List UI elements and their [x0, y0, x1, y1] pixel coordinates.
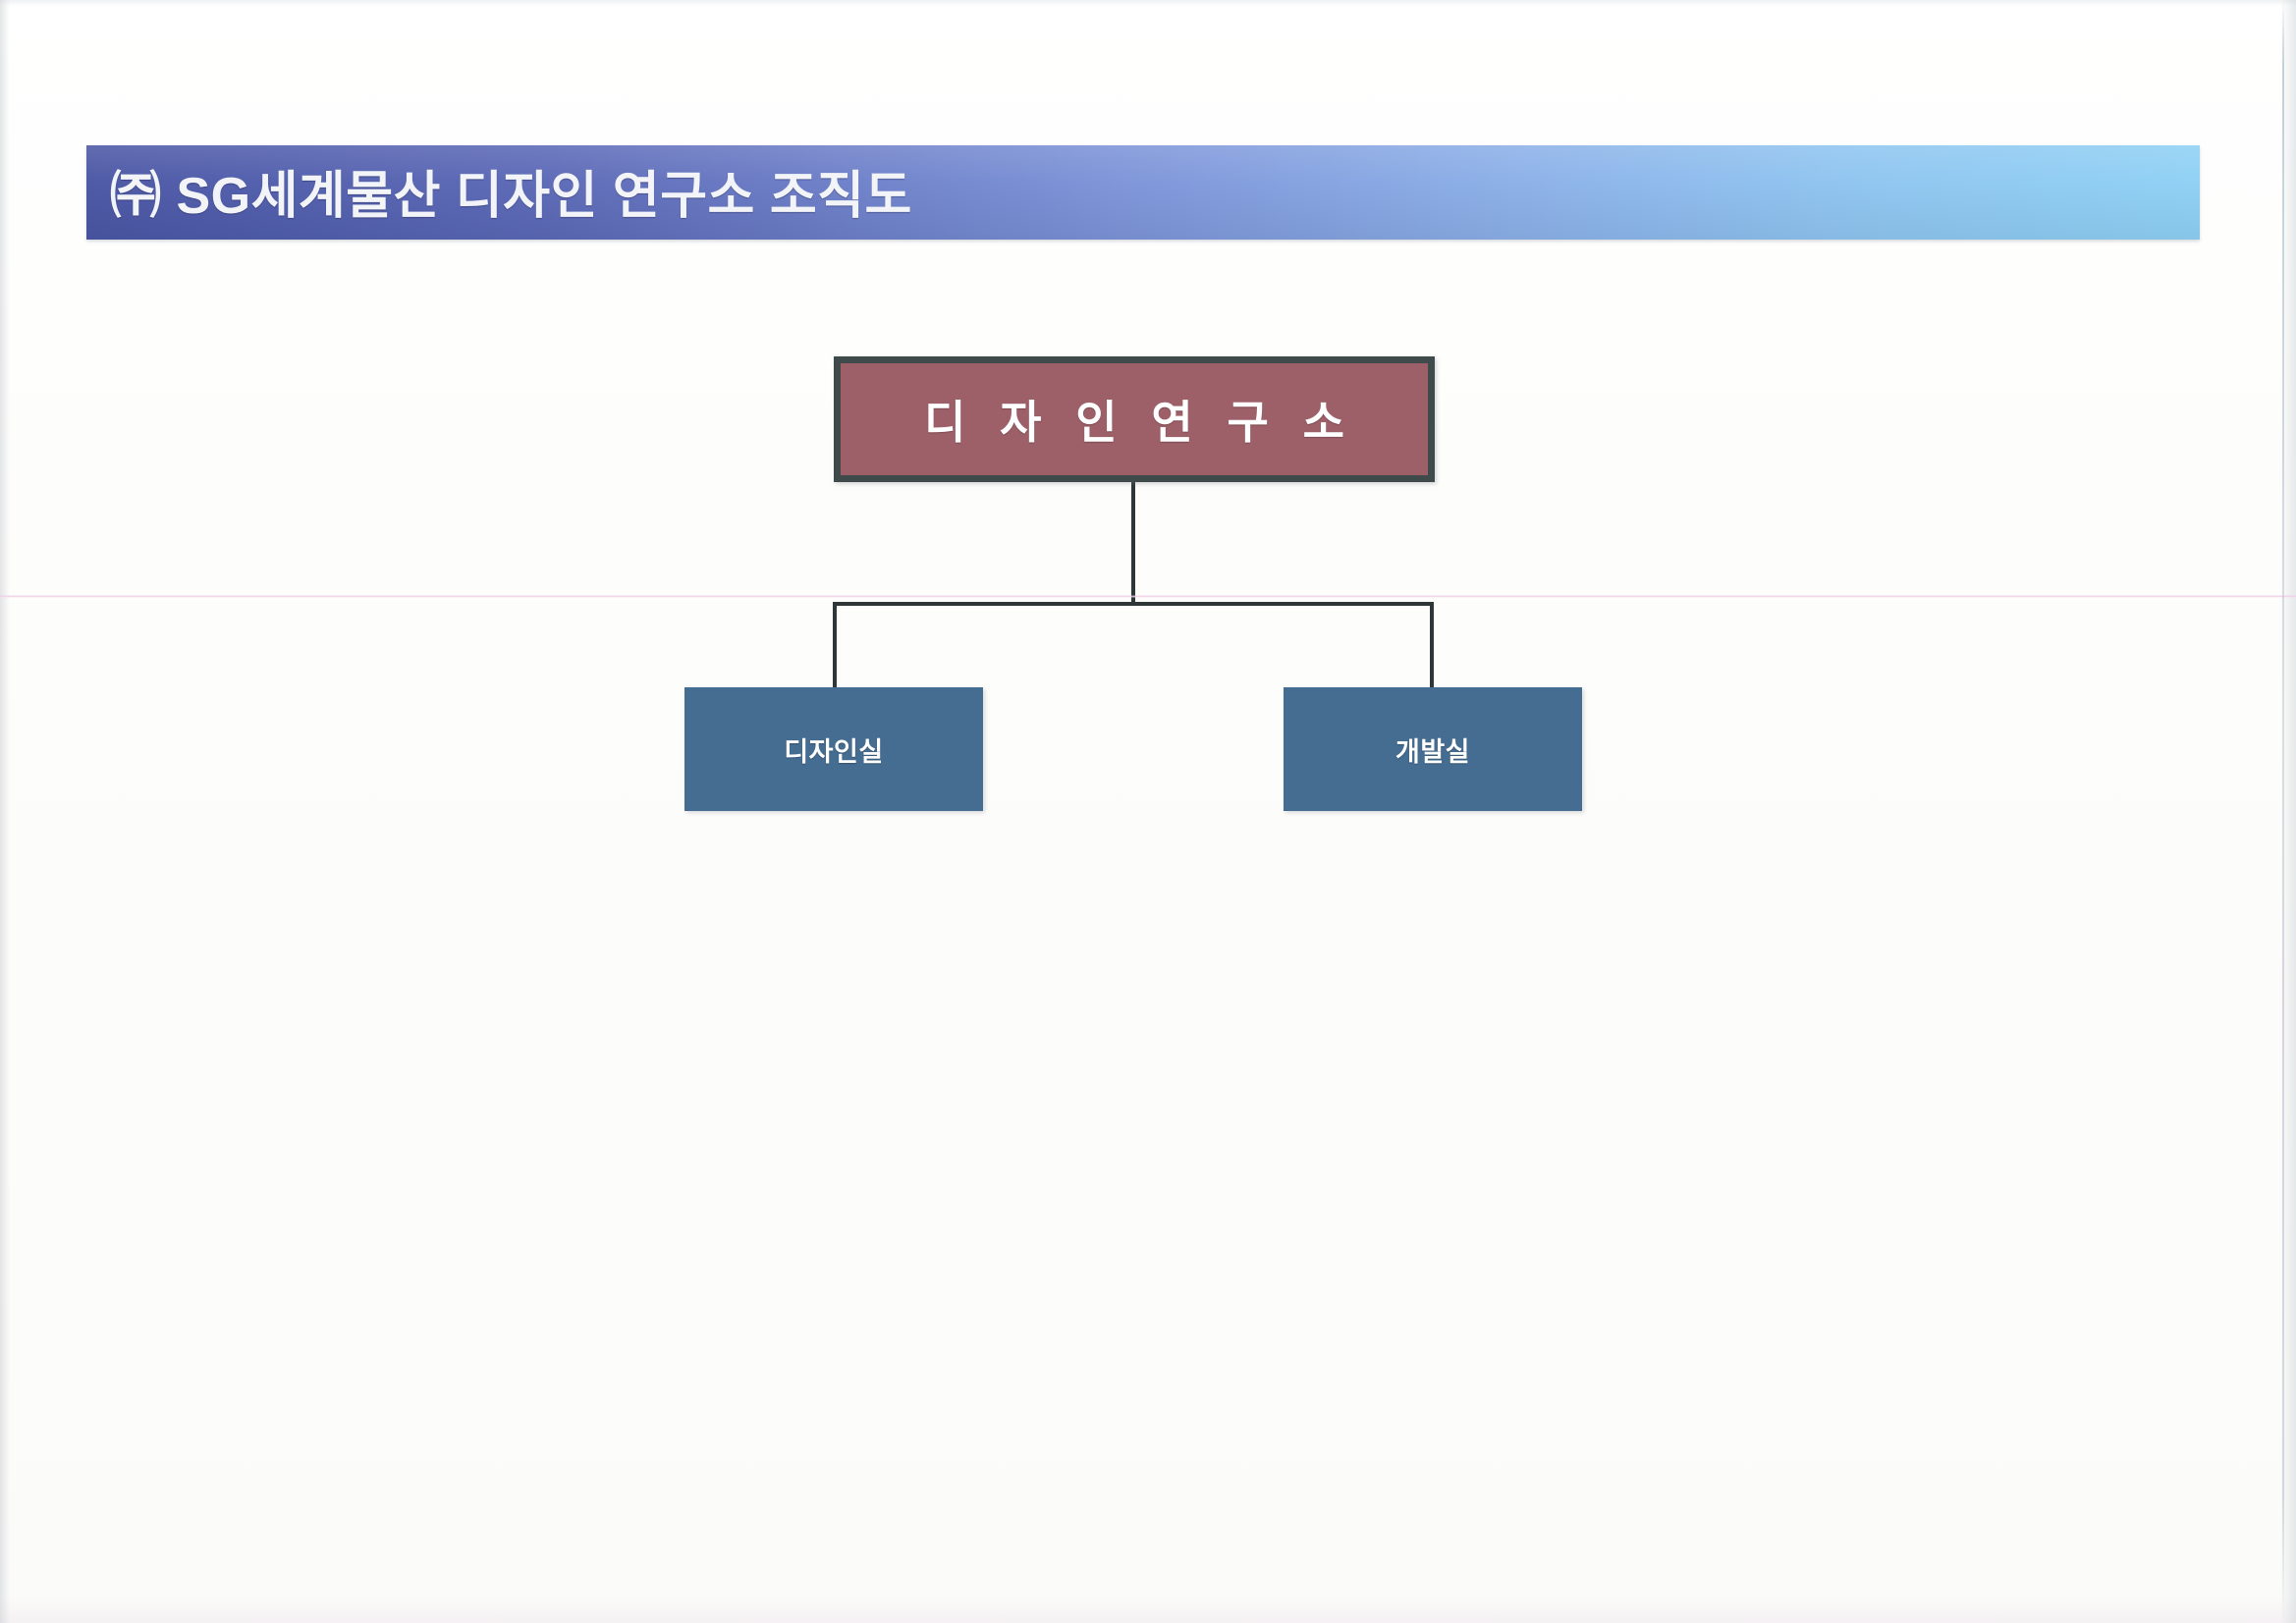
org-node-label: 개발실	[1394, 736, 1471, 767]
page-top-bleed	[0, 0, 2296, 6]
page-bottom-bleed	[0, 1597, 2296, 1623]
scan-artifact-vertical-seam	[2282, 0, 2284, 1623]
org-node-label: 디 자 인 연 구 소	[924, 397, 1355, 448]
connector-horizontal-bus	[833, 602, 1434, 606]
scan-artifact-horizontal-line	[0, 595, 2296, 598]
connector-drop-development-room	[1430, 602, 1434, 688]
page-right-edge-shadow	[2280, 0, 2296, 1623]
org-node-development-room[interactable]: 개발실	[1284, 687, 1582, 811]
org-node-design-institute[interactable]: 디 자 인 연 구 소	[834, 356, 1435, 482]
connector-drop-design-room	[833, 602, 837, 688]
org-node-design-room[interactable]: 디자인실	[684, 687, 983, 811]
page-title: ㈜ SG세계물산 디자인 연구소 조직도	[110, 168, 912, 225]
org-node-label: 디자인실	[784, 736, 884, 767]
page-left-edge-shadow	[0, 0, 10, 1623]
connector-root-stem	[1131, 482, 1135, 605]
title-banner: ㈜ SG세계물산 디자인 연구소 조직도	[86, 145, 2200, 240]
